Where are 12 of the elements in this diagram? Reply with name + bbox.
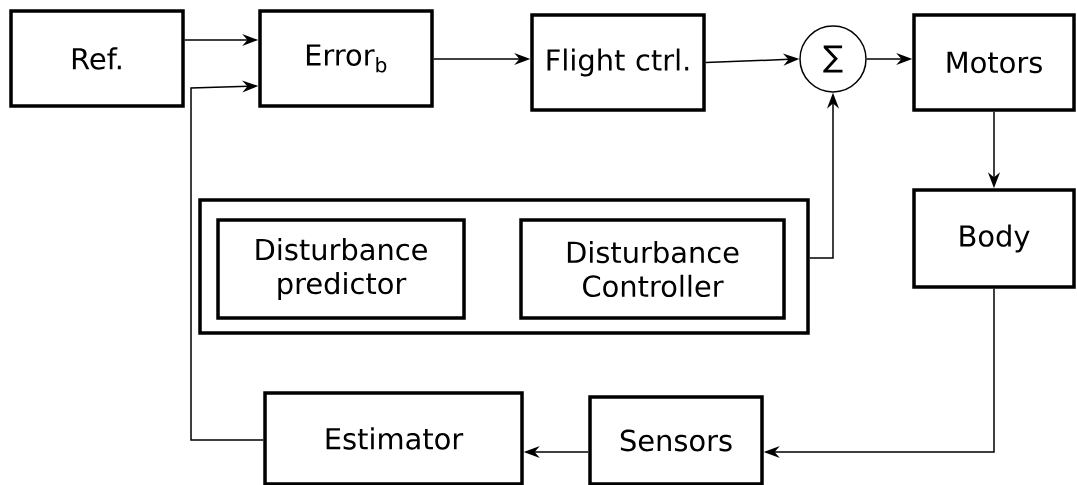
block-box: Disturbance predictor — [216, 218, 466, 320]
arrow — [190, 80, 264, 441]
block-box: Error$_{b}$ — [258, 9, 434, 108]
block-box: Motors — [912, 13, 1076, 112]
summing-junction: ∑ — [799, 25, 867, 93]
block-box: Ref. — [9, 9, 185, 108]
group-box — [198, 198, 810, 335]
block-box: Flight ctrl. — [530, 13, 706, 112]
block-box: Estimator — [263, 391, 524, 485]
block-box: Body — [912, 188, 1076, 289]
block-box: Disturbance Controller — [519, 218, 786, 320]
block-box: Sensors — [588, 395, 764, 485]
